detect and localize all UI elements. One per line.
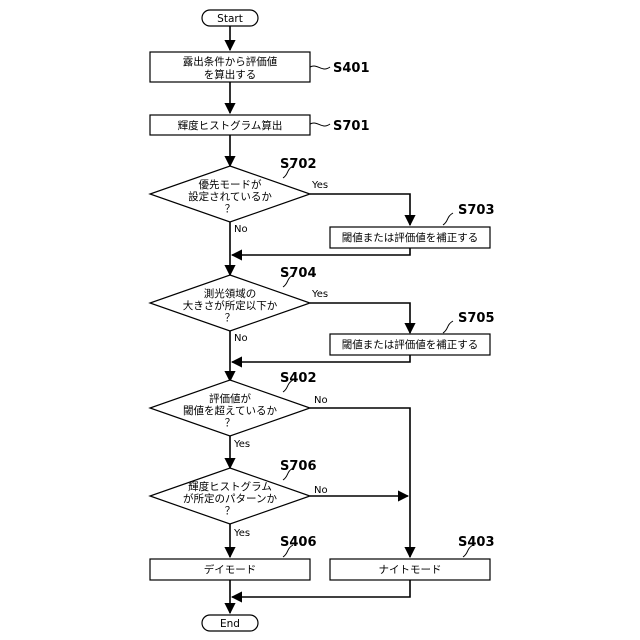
- step-label-s706: S706: [280, 459, 317, 474]
- decision-s402-line3: ？: [225, 417, 236, 429]
- step-label-s701: S701: [333, 119, 370, 134]
- start-terminal-label: Start: [217, 13, 243, 25]
- process-s703-label: 閾値または評価値を補正する: [342, 231, 479, 244]
- step-label-s403: S403: [458, 535, 495, 550]
- decision-s702-line3: ？: [225, 203, 236, 215]
- decision-s706-line3: ？: [225, 505, 236, 517]
- leader-s705: [443, 321, 453, 333]
- decision-s706-line2: が所定のパターンか: [183, 492, 277, 505]
- step-label-s705: S705: [458, 311, 495, 326]
- edge-label-s702-yes: Yes: [311, 180, 328, 191]
- step-label-s402: S402: [280, 371, 317, 386]
- process-s403: ナイトモード: [330, 559, 490, 580]
- process-s703: 閾値または評価値を補正する: [330, 227, 490, 248]
- edge-label-s706-no: No: [314, 485, 328, 496]
- decision-s402-line2: 閾値を超えているか: [183, 404, 277, 417]
- edge-label-s702-no: No: [234, 224, 248, 235]
- end-terminal-label: End: [220, 618, 240, 630]
- decision-s706-line1: 輝度ヒストグラム: [188, 480, 272, 493]
- edge-s402-no: [310, 408, 410, 557]
- leader-s401: [310, 66, 330, 69]
- process-s403-label: ナイトモード: [379, 564, 442, 576]
- decision-s702-line2: 設定されているか: [188, 190, 272, 203]
- edge-label-s706-yes: Yes: [233, 528, 250, 539]
- step-leaders: [283, 66, 473, 557]
- edge-label-s402-no: No: [314, 395, 328, 406]
- process-s401: 露出条件から評価値 を算出する: [150, 52, 310, 82]
- step-label-s702: S702: [280, 157, 317, 172]
- edge-s403-merge: [232, 580, 410, 597]
- step-label-s406: S406: [280, 535, 317, 550]
- process-s406: デイモード: [150, 559, 310, 580]
- decision-s704-line3: ？: [225, 312, 236, 324]
- decision-s402-line1: 評価値が: [209, 392, 251, 405]
- edge-s703-merge: [232, 248, 410, 255]
- process-s705-label: 閾値または評価値を補正する: [342, 338, 479, 351]
- process-s701: 輝度ヒストグラム算出: [150, 115, 310, 135]
- decision-s704-line2: 大きさが所定以下か: [183, 299, 278, 312]
- process-s701-label: 輝度ヒストグラム算出: [178, 119, 283, 132]
- decision-s702-line1: 優先モードが: [199, 178, 262, 191]
- edge-label-s704-no: No: [234, 333, 248, 344]
- edge-s705-merge: [232, 355, 410, 362]
- edge-s704-yes: [310, 303, 410, 333]
- step-label-s703: S703: [458, 203, 495, 218]
- process-s401-line2: を算出する: [204, 68, 257, 81]
- step-label-s704: S704: [280, 266, 317, 281]
- decision-s704-line1: 測光領域の: [204, 287, 257, 300]
- edge-label-s402-yes: Yes: [233, 439, 250, 450]
- end-terminal: End: [202, 615, 258, 631]
- start-terminal: Start: [202, 10, 258, 26]
- edge-s702-yes: [310, 194, 410, 225]
- leader-s701: [310, 123, 330, 126]
- process-s705: 閾値または評価値を補正する: [330, 334, 490, 355]
- process-s406-label: デイモード: [204, 563, 257, 576]
- step-label-s401: S401: [333, 61, 370, 76]
- leader-s703: [443, 213, 453, 225]
- process-s401-line1: 露出条件から評価値: [183, 55, 278, 68]
- edge-label-s704-yes: Yes: [311, 289, 328, 300]
